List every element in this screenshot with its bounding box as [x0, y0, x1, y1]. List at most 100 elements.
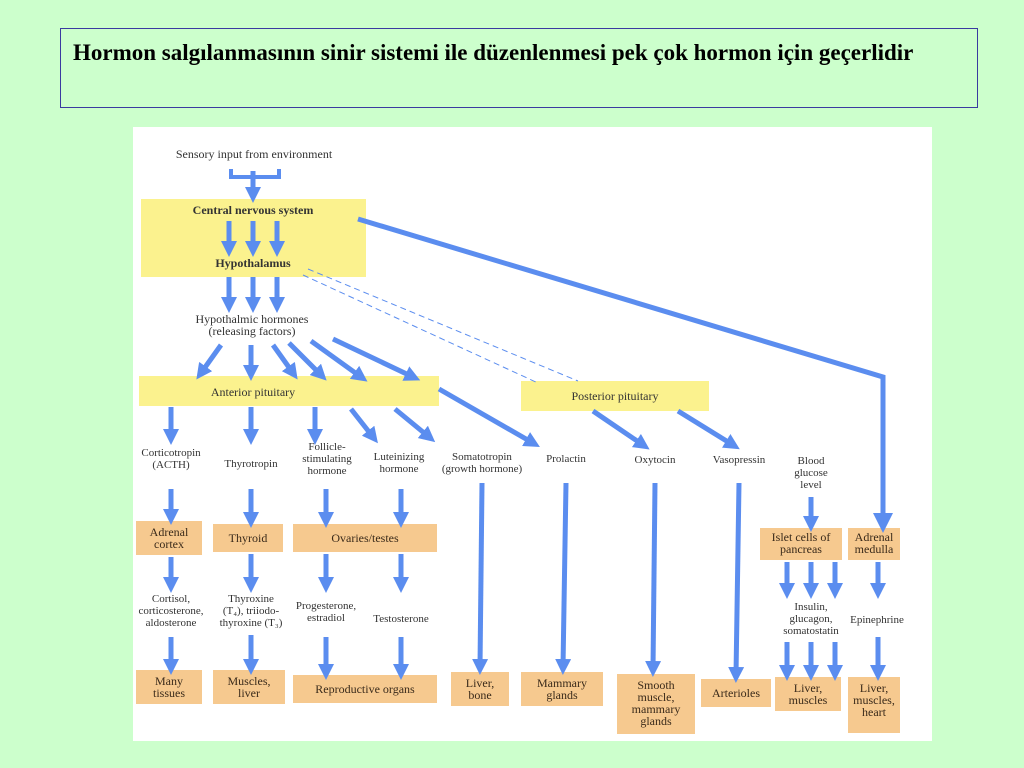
liver-bone-label: Liver, bone	[451, 677, 509, 701]
mammary-glands-box	[521, 672, 603, 706]
smooth-line-3: mammary	[631, 702, 681, 716]
cortisol-line-2: corticosterone,	[138, 605, 204, 617]
insulin-line-3: somatostatin	[783, 625, 839, 637]
reproductive-organs-box	[293, 675, 437, 703]
hypothalamus-label: Hypothalamus	[215, 256, 291, 270]
liverbone-line-2: bone	[468, 688, 492, 702]
blood-glucose-label: Blood glucose level	[783, 455, 839, 491]
adrenal-medulla-line-2: medulla	[854, 542, 894, 556]
slide-title: Hormon salgılanmasının sinir sistemi ile…	[73, 40, 914, 65]
adrenal-medulla-box	[848, 528, 900, 560]
smooth-muscle-label: Smooth muscle, mammary glands	[617, 679, 695, 727]
cortisol-line-3: aldosterone	[145, 617, 197, 629]
glucose-line-2: glucose	[794, 467, 828, 479]
lh-line-1: Luteinizing	[373, 451, 425, 463]
liver-muscles-label: Liver, muscles	[775, 682, 841, 706]
fsh-label: Follicle- stimulating hormone	[293, 441, 361, 477]
prolactin-label: Prolactin	[546, 453, 586, 465]
liver-muscles-box	[775, 677, 841, 711]
arterioles-box	[701, 679, 771, 707]
insulin-label: Insulin, glucagon, somatostatin	[767, 601, 855, 637]
ovaries-testes-label: Ovaries/testes	[331, 531, 399, 545]
sensory-input-label: Sensory input from environment	[175, 147, 333, 161]
acth-line-2: (ACTH)	[152, 459, 190, 471]
vasopressin-label: Vasopressin	[712, 454, 766, 466]
fsh-line-2: stimulating	[302, 453, 352, 465]
somato-line-2: (growth hormone)	[441, 463, 523, 475]
lmh-line-1: Liver,	[859, 681, 889, 695]
fsh-line-3: hormone	[307, 465, 347, 477]
epinephrine-label: Epinephrine	[850, 614, 904, 626]
posterior-pituitary-label: Posterior pituitary	[571, 389, 659, 403]
cns-label: Central nervous system	[192, 203, 314, 217]
arterioles-label: Arterioles	[712, 686, 760, 700]
thyroxine-line-2: (T₄), triiodo-	[222, 605, 280, 617]
islet-cells-label: Islet cells of pancreas	[760, 531, 842, 555]
thyroid-label: Thyroid	[228, 531, 268, 545]
adrenal-cortex-line-2: cortex	[154, 537, 184, 551]
endocrine-diagram: Sensory input from environment Central n…	[133, 127, 932, 741]
thyroid-box	[213, 524, 283, 552]
progesterone-label: Progesterone, estradiol	[289, 600, 363, 624]
progesterone-line-2: estradiol	[307, 612, 345, 624]
smooth-muscle-box	[617, 674, 695, 734]
oxytocin-label: Oxytocin	[634, 454, 676, 466]
many-line-2: tissues	[152, 686, 185, 700]
many-line-1: Many	[155, 674, 183, 688]
lmh-line-2: muscles,	[853, 693, 895, 707]
mammary-line-1: Mammary	[537, 676, 587, 690]
islet-line-1: Islet cells of	[771, 530, 831, 544]
liver-bone-box	[451, 672, 509, 706]
lmh-line-3: heart	[862, 705, 886, 719]
liver-muscles-heart-box	[848, 677, 900, 733]
insulin-line-2: glucagon,	[789, 613, 833, 625]
adrenal-cortex-label: Adrenal cortex	[136, 526, 202, 550]
hyp-hormones-line-1: Hypothalmic hormones	[195, 312, 309, 326]
liverbone-line-1: Liver,	[465, 676, 495, 690]
glucose-line-1: Blood	[797, 455, 825, 467]
adrenal-cortex-box	[136, 521, 202, 555]
anterior-pituitary-label: Anterior pituitary	[210, 385, 296, 399]
thyroxine-line-1: Thyroxine	[228, 593, 274, 605]
hypothalamic-hormones-label: Hypothalmic hormones (releasing factors)	[167, 313, 337, 337]
insulin-line-1: Insulin,	[794, 601, 828, 613]
mammary-line-2: glands	[546, 688, 578, 702]
adrenal-medulla-line-1: Adrenal	[854, 530, 894, 544]
acth-label: Corticotropin (ACTH)	[133, 447, 209, 471]
cortisol-line-1: Cortisol,	[151, 593, 191, 605]
thyrotropin-label: Thyrotropin	[224, 458, 278, 470]
smooth-line-4: glands	[640, 714, 672, 728]
progesterone-line-1: Progesterone,	[295, 600, 357, 612]
liver-muscles-heart-label: Liver, muscles, heart	[848, 682, 900, 718]
arrow-layer	[162, 169, 893, 683]
glucose-line-3: level	[800, 479, 822, 491]
smooth-line-1: Smooth	[637, 678, 675, 692]
mammary-glands-label: Mammary glands	[521, 677, 603, 701]
islet-line-2: pancreas	[780, 542, 822, 556]
livermuscles-line-2: muscles	[788, 693, 828, 707]
muscles-line-1: Muscles,	[227, 674, 271, 688]
many-tissues-label: Many tissues	[136, 675, 202, 699]
thyroxine-line-3: thyroxine (T₃)	[219, 617, 283, 629]
hyp-hormones-line-2: (releasing factors)	[208, 324, 296, 338]
smooth-line-2: muscle,	[637, 690, 675, 704]
ovaries-testes-box	[293, 524, 437, 552]
lh-label: Luteinizing hormone	[363, 451, 435, 475]
cortisol-label: Cortisol, corticosterone, aldosterone	[133, 593, 211, 629]
thyroxine-label: Thyroxine (T₄), triiodo- thyroxine (T₃)	[211, 593, 291, 629]
many-tissues-box	[136, 670, 202, 704]
reproductive-organs-label: Reproductive organs	[315, 682, 415, 696]
somato-line-1: Somatotropin	[452, 451, 512, 463]
anterior-pituitary-highlight	[139, 376, 439, 406]
muscles-line-2: liver	[238, 686, 260, 700]
acth-line-1: Corticotropin	[141, 447, 201, 459]
livermuscles-line-1: Liver,	[793, 681, 823, 695]
muscles-liver-box	[213, 670, 285, 704]
fsh-line-1: Follicle-	[308, 441, 346, 453]
posterior-pituitary-highlight	[521, 381, 709, 411]
somatotropin-label: Somatotropin (growth hormone)	[433, 451, 531, 475]
title-box: Hormon salgılanmasının sinir sistemi ile…	[60, 28, 978, 108]
islet-cells-box	[760, 528, 842, 560]
testosterone-label: Testosterone	[373, 613, 429, 625]
adrenal-cortex-line-1: Adrenal	[149, 525, 189, 539]
